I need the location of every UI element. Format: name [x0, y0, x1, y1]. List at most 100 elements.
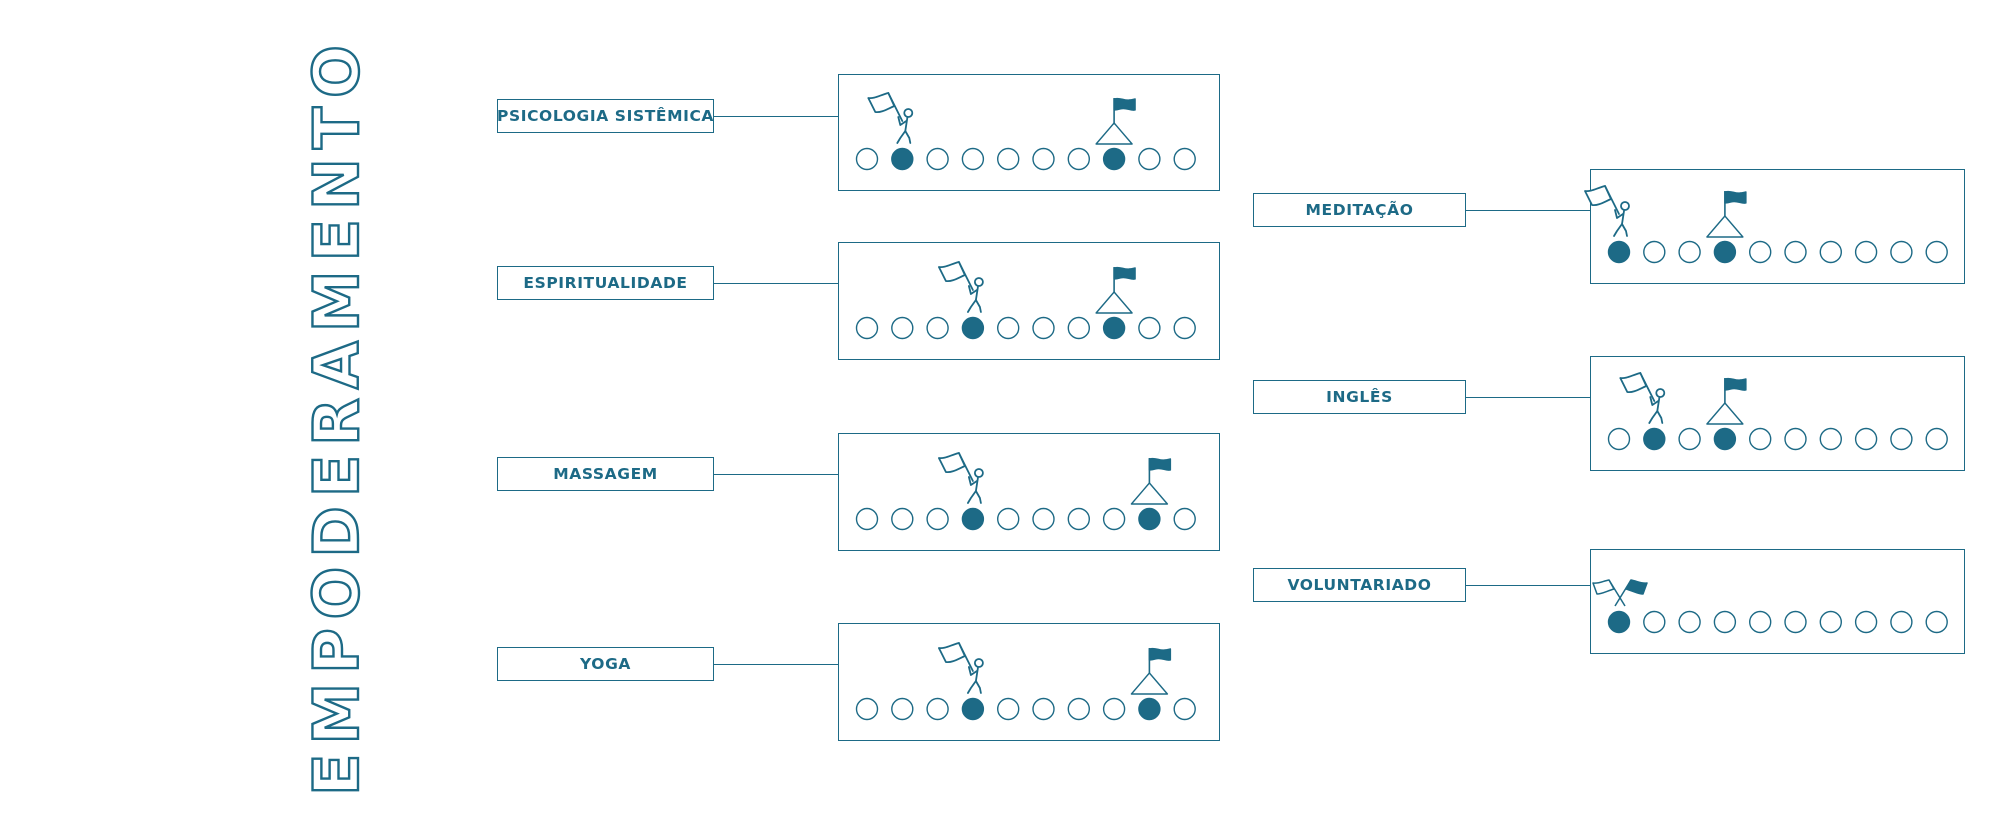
scale-dot: [1784, 610, 1807, 634]
progress-scale: [1584, 185, 1948, 264]
connector-line: [714, 116, 838, 117]
scale-dot: [1102, 697, 1126, 721]
progress-panel: [1590, 549, 1965, 654]
connector-line: [1466, 397, 1590, 398]
scale-dot: [1819, 427, 1843, 451]
progress-panel: [838, 623, 1220, 741]
connector-line: [714, 474, 838, 475]
person-carrying-flag-icon: [867, 92, 914, 144]
crossed-flags-icon: [1592, 579, 1648, 607]
connector-line: [714, 283, 838, 284]
scale-dot-filled: [1713, 240, 1737, 264]
scale-dot-filled: [1138, 507, 1161, 531]
progress-scale: [1607, 372, 1948, 451]
scale-dot: [1854, 427, 1878, 451]
scale-dot: [926, 507, 949, 531]
skill-label: PSICOLOGIA SISTÊMICA: [497, 99, 714, 133]
scale-dot: [1854, 240, 1878, 264]
scale-dot: [1173, 697, 1196, 721]
connector-line: [714, 664, 838, 665]
progress-scale: [855, 261, 1196, 340]
scale-dot-filled: [1102, 147, 1126, 171]
scale-dot: [1138, 147, 1161, 171]
scale-dot: [855, 697, 879, 721]
scale-dot: [855, 507, 879, 531]
summit-flag-icon: [1706, 190, 1747, 238]
scale-dot: [926, 147, 949, 171]
summit-flag-icon: [1130, 647, 1172, 695]
scale-dot: [1067, 147, 1091, 171]
progress-panel: [1590, 356, 1965, 471]
scale-dot: [1748, 240, 1772, 264]
summit-flag-icon: [1706, 377, 1747, 425]
scale-dot: [891, 316, 914, 340]
scale-dot: [891, 697, 914, 721]
scale-dot: [961, 147, 985, 171]
scale-dot: [1067, 697, 1091, 721]
scale-dot-filled: [961, 697, 985, 721]
scale-dot: [1138, 316, 1161, 340]
scale-dot-filled: [1713, 427, 1737, 451]
scale-dot: [1713, 610, 1737, 634]
scale-dot: [1890, 427, 1913, 451]
scale-dot-filled: [1643, 427, 1666, 451]
connector-line: [1466, 210, 1590, 211]
scale-dot: [1890, 240, 1913, 264]
scale-dot-filled: [961, 316, 985, 340]
scale-dot: [1678, 427, 1701, 451]
scale-dot: [1643, 610, 1666, 634]
scale-dot-filled: [891, 147, 914, 171]
scale-dot-filled: [1607, 610, 1631, 634]
scale-dot: [1032, 507, 1055, 531]
summit-flag-icon: [1095, 97, 1136, 145]
scale-dot-filled: [1102, 316, 1126, 340]
person-carrying-flag-icon: [937, 261, 984, 313]
scale-dot: [926, 697, 949, 721]
scale-dot: [1173, 316, 1196, 340]
person-carrying-flag-icon: [937, 452, 984, 504]
skill-label: INGLÊS: [1253, 380, 1466, 414]
scale-dot: [1067, 507, 1091, 531]
scale-dot: [891, 507, 914, 531]
progress-panel: [1584, 169, 1965, 284]
scale-dot: [1643, 240, 1666, 264]
progress-panel: [838, 433, 1220, 551]
scale-dot: [1819, 240, 1843, 264]
scale-dot: [1748, 427, 1772, 451]
scale-dot: [1890, 610, 1913, 634]
progress-scale: [855, 452, 1196, 531]
progress-scale: [1592, 579, 1948, 634]
scale-dot: [1032, 147, 1055, 171]
scale-dot: [1748, 610, 1772, 634]
progress-scale: [855, 92, 1196, 171]
scale-dot: [1925, 240, 1948, 264]
skill-label: MASSAGEM: [497, 457, 714, 491]
scale-dot: [996, 697, 1020, 721]
skill-label: MEDITAÇÃO: [1253, 193, 1466, 227]
person-carrying-flag-icon: [1584, 185, 1630, 237]
scale-dot: [1102, 507, 1126, 531]
scale-dot: [1607, 427, 1631, 451]
scale-dot: [1678, 240, 1701, 264]
skill-label: ESPIRITUALIDADE: [497, 266, 714, 300]
scale-dot-filled: [961, 507, 985, 531]
scale-dot: [996, 147, 1020, 171]
scale-dot: [1925, 610, 1948, 634]
summit-flag-icon: [1130, 457, 1172, 505]
connector-line: [1466, 585, 1590, 586]
scale-dot: [1032, 316, 1055, 340]
scale-dot: [1854, 610, 1878, 634]
scale-dot: [855, 147, 879, 171]
scale-dot: [1784, 427, 1807, 451]
summit-flag-icon: [1095, 266, 1136, 314]
progress-scale: [855, 642, 1196, 721]
scale-dot: [1173, 507, 1196, 531]
scale-dot: [1067, 316, 1091, 340]
person-carrying-flag-icon: [1619, 372, 1666, 424]
scale-dot: [1784, 240, 1807, 264]
person-carrying-flag-icon: [937, 642, 984, 694]
scale-dot: [1925, 427, 1948, 451]
scale-dot: [1819, 610, 1843, 634]
scale-dot-filled: [1138, 697, 1161, 721]
scale-dot: [855, 316, 879, 340]
